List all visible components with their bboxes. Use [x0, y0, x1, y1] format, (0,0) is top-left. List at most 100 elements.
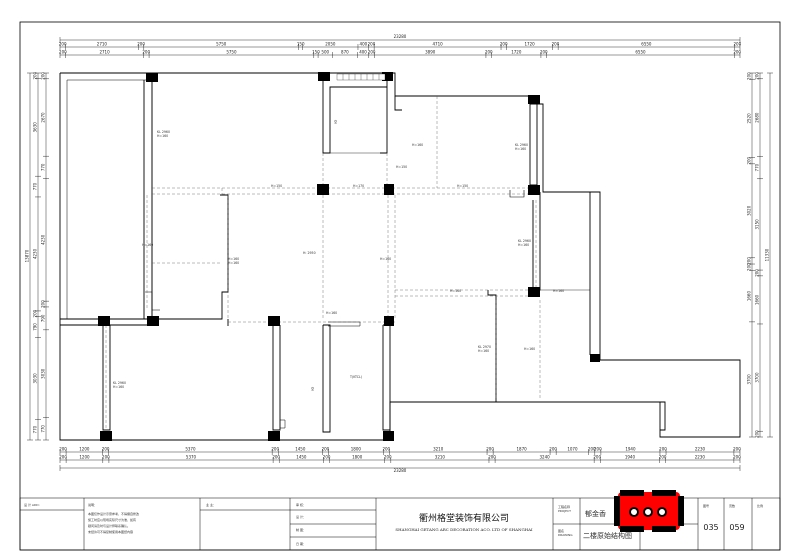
dim-bottom-outer-6: 200: [323, 455, 331, 460]
dim-left-outer-0: 200: [33, 71, 38, 79]
column-2: [382, 72, 393, 81]
dim-top-outer-1: 2710: [97, 42, 108, 47]
svg-text:制 图：: 制 图：: [296, 527, 306, 532]
dim-bottom-outer-11: 3240: [540, 455, 551, 460]
svg-text:图名: 图名: [558, 528, 564, 533]
sheet-number: 059: [729, 523, 744, 532]
column-1: [318, 72, 330, 81]
dim-top-inner-14: 200: [733, 50, 741, 55]
dim-right-inner-0: 200: [747, 72, 752, 80]
column-10: [384, 316, 394, 326]
dim-top-inner-2: 200: [142, 50, 150, 55]
dimension-lines: [27, 37, 773, 471]
svg-text:H=150: H=150: [457, 184, 468, 188]
dim-right-inner-2: 200: [747, 156, 752, 164]
dim-top-inner-12: 200: [540, 50, 548, 55]
svg-text:H=170: H=170: [353, 184, 364, 188]
dim-bottom-inner-5: 1450: [295, 447, 306, 452]
svg-text:KL 2970: KL 2970: [478, 345, 491, 349]
dim-bottom-outer-1: 1200: [79, 455, 90, 460]
dim-top-outer-4: 150: [297, 42, 305, 47]
dim-top-inner-1: 2710: [99, 50, 110, 55]
dim-top-outer-0: 200: [59, 42, 67, 47]
area-label: H: 2950: [303, 251, 316, 255]
dim-bottom-outer-3: 5370: [186, 455, 197, 460]
dim-bottom-inner-0: 200: [59, 447, 67, 452]
room-mark-2: 空: [311, 386, 314, 391]
dim-top-outer-6: 400: [360, 42, 368, 47]
dim-bottom-inner-19: 200: [733, 447, 741, 452]
title-block: [19, 497, 781, 551]
stair-opening: [336, 73, 386, 81]
dim-top-inner-4: 150: [312, 50, 320, 55]
dim-left-inner-0: 200: [41, 72, 46, 80]
dim-bottom-inner-2: 200: [102, 447, 110, 452]
dim-bottom-inner-17: 200: [659, 447, 667, 452]
svg-text:H=160: H=160: [380, 257, 391, 261]
dim-right-inner-6: 1660: [747, 291, 752, 302]
svg-text:H=160: H=160: [326, 311, 337, 315]
dim-top-inner-6: 870: [341, 50, 349, 55]
svg-text:业 主：: 业 主：: [206, 502, 216, 507]
svg-text:设 计：: 设 计：: [296, 514, 306, 519]
dim-left-inner-6: 3030: [41, 368, 46, 379]
dim-left-outer-6: 3030: [33, 373, 38, 384]
dim-left-inner-1: 2670: [41, 112, 46, 123]
svg-text:疑问请及时与设计师联系确认。: 疑问请及时与设计师联系确认。: [88, 523, 130, 528]
dim-right-outer-3: 3150: [755, 219, 760, 230]
svg-text:KL 2960: KL 2960: [515, 143, 528, 147]
dim-bottom-total: 23280: [394, 468, 407, 473]
svg-text:H=150: H=150: [396, 165, 407, 169]
title-block-text: 设 计 ADD: 说明： 本图仅作设计示意参考，不得擅自修改 施工时应以现场实际…: [24, 502, 763, 546]
dim-right-inner-5: 200: [747, 263, 752, 271]
column-15: [590, 354, 600, 362]
svg-text:H=160: H=160: [515, 147, 526, 151]
svg-text:施工时应以现场实际尺寸为准，如有: 施工时应以现场实际尺寸为准，如有: [88, 517, 136, 522]
svg-text:审 核：: 审 核：: [296, 502, 306, 507]
svg-text:工程名称: 工程名称: [558, 504, 570, 509]
room-marks: 空 空: [311, 119, 337, 391]
dim-top-inner-9: 3890: [425, 50, 436, 55]
dim-bottom-outer-5: 1450: [296, 455, 307, 460]
dim-bottom-outer-16: 200: [733, 455, 741, 460]
dim-left-inner-4: 200: [41, 300, 46, 308]
structural-columns: [98, 72, 600, 441]
svg-text:H=160: H=160: [228, 261, 239, 265]
dim-bottom-outer-9: 3210: [435, 455, 446, 460]
company-name-en: SHANGHAI GETANG ARC DECORATION ACO. LTD …: [395, 527, 533, 532]
dim-bottom-outer-14: 200: [659, 455, 667, 460]
svg-text:本图仅作设计示意参考，不得擅自修改: 本图仅作设计示意参考，不得擅自修改: [88, 511, 139, 516]
drawing-number: 035: [703, 523, 718, 532]
dim-bottom-outer-4: 200: [272, 455, 280, 460]
dim-top-outer-3: 5750: [216, 42, 227, 47]
dim-left-total: 13870: [25, 249, 30, 262]
dim-left-outer-3: 4230: [33, 248, 38, 259]
dim-top-inner-3: 5750: [226, 50, 237, 55]
dim-top-outer-8: 4710: [432, 42, 443, 47]
dim-left-inner-3: 4230: [41, 234, 46, 245]
svg-text:H=160: H=160: [518, 243, 529, 247]
dim-left-outer-5: 790: [33, 323, 38, 331]
svg-text:H=160: H=160: [228, 257, 239, 261]
svg-text:H=160: H=160: [412, 143, 423, 147]
dim-bottom-outer-10: 200: [488, 455, 496, 460]
dim-bottom-inner-1: 1200: [79, 447, 90, 452]
column-14: [383, 431, 394, 441]
svg-text:KL 2960: KL 2960: [518, 239, 531, 243]
beam-lines: [105, 96, 541, 430]
column-3: [528, 95, 540, 104]
column-6: [528, 185, 540, 195]
dim-left-inner-2: 770: [41, 163, 46, 171]
svg-text:设 计 ADD:: 设 计 ADD:: [24, 502, 40, 507]
dim-right-inner-7: 3700: [747, 374, 752, 385]
dim-bottom-outer-7: 1800: [352, 455, 363, 460]
dim-top-inner-10: 200: [485, 50, 493, 55]
dim-top-outer-12: 6550: [641, 42, 652, 47]
dim-bottom-inner-14: 200: [588, 447, 596, 452]
dim-right-inner-4: 200: [747, 257, 752, 265]
room-mark-1: 空: [334, 119, 337, 124]
dim-right-inner-3: 3020: [747, 205, 752, 216]
dim-bottom-inner-10: 200: [486, 447, 494, 452]
company-name-cn: 衢州格堂装饰有限公司: [419, 512, 509, 524]
